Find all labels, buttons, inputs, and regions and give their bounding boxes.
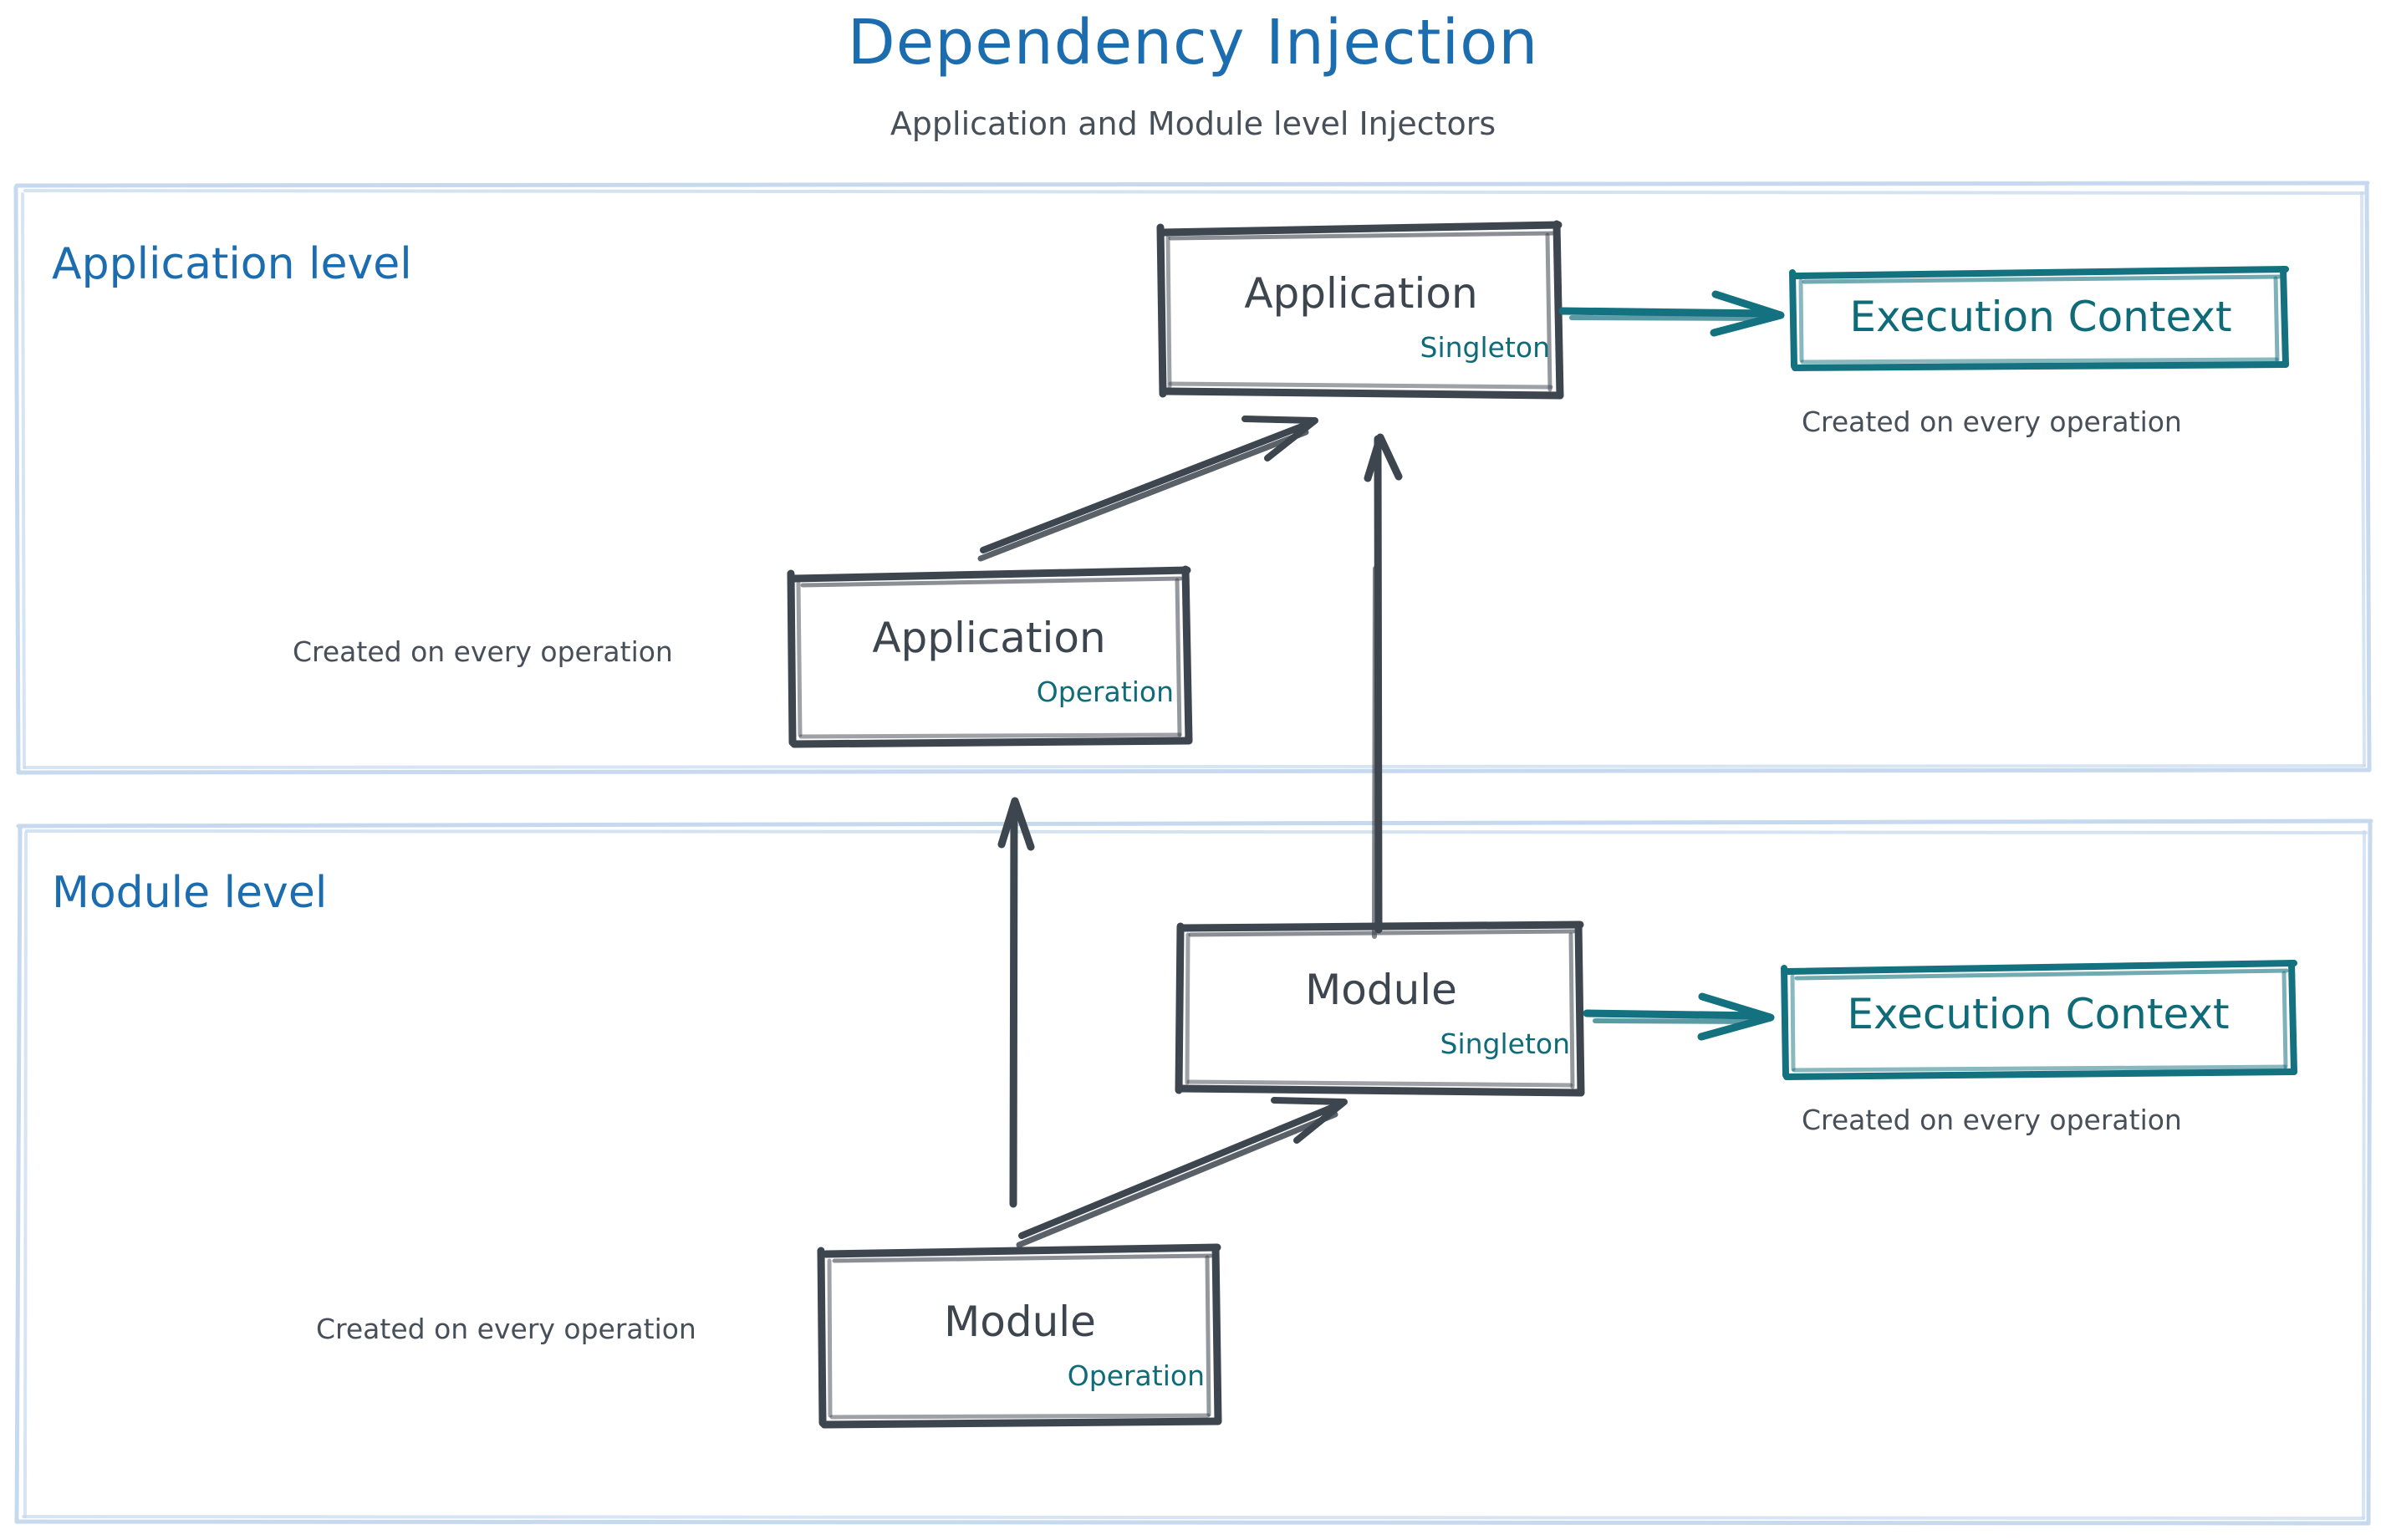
node-application-operation[interactable]: Application Operation — [793, 569, 1185, 737]
node-title: Module — [944, 1298, 1096, 1346]
container-label-module-level: Module level — [52, 868, 328, 918]
node-scope-badge: Singleton — [1420, 331, 1551, 364]
node-title: Module — [1305, 966, 1457, 1014]
arrow-module-operation-to-application-operation — [997, 797, 1035, 1208]
arrow-module-operation-to-module-singleton — [1016, 1097, 1348, 1248]
arrow-application-operation-to-application-singleton — [977, 416, 1318, 562]
page-subtitle: Application and Module level Injectors — [890, 105, 1496, 142]
node-scope-badge: Operation — [1036, 676, 1174, 708]
arrow-module-singleton-to-execution-context — [1583, 992, 1775, 1041]
node-execution-context-application[interactable]: Execution Context — [1799, 273, 2282, 365]
note-module-operation: Created on every operation — [316, 1313, 696, 1345]
node-title: Execution Context — [1849, 293, 2232, 341]
node-title: Execution Context — [1847, 990, 2230, 1038]
node-module-singleton[interactable]: Module Singleton — [1180, 924, 1582, 1089]
page-title: Dependency Injection — [847, 7, 1539, 79]
node-title: Application — [1244, 269, 1478, 318]
node-scope-badge: Singleton — [1440, 1028, 1571, 1060]
note-execution-context-module: Created on every operation — [1802, 1104, 2182, 1136]
node-title: Application — [872, 614, 1106, 662]
node-application-singleton[interactable]: Application Singleton — [1160, 224, 1562, 393]
node-module-operation[interactable]: Module Operation — [823, 1252, 1216, 1421]
note-execution-context-application: Created on every operation — [1802, 405, 2182, 438]
node-scope-badge: Operation — [1067, 1359, 1205, 1392]
arrow-module-singleton-to-application-singleton — [1364, 433, 1403, 939]
container-label-application-level: Application level — [52, 239, 412, 289]
note-application-operation: Created on every operation — [293, 635, 673, 668]
arrow-application-singleton-to-execution-context — [1558, 290, 1785, 337]
node-execution-context-module[interactable]: Execution Context — [1791, 968, 2286, 1067]
